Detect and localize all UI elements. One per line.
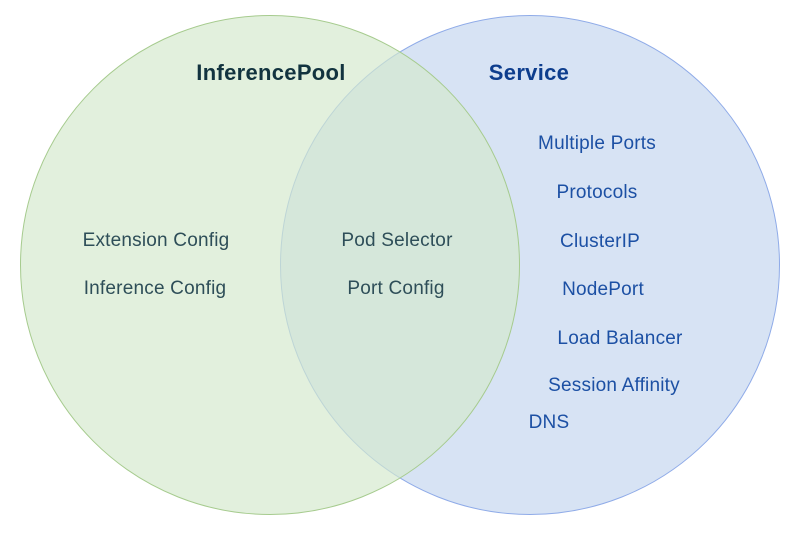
intersection-item-pod-selector: Pod Selector bbox=[341, 230, 453, 251]
service-item-multiple-ports: Multiple Ports bbox=[538, 133, 656, 154]
service-title: Service bbox=[488, 60, 570, 85]
service-item-load-balancer: Load Balancer bbox=[557, 328, 683, 349]
inferencepool-item-extension-config: Extension Config bbox=[82, 230, 230, 251]
service-item-clusterip: ClusterIP bbox=[560, 231, 640, 252]
inferencepool-item-inference-config: Inference Config bbox=[83, 278, 227, 299]
intersection-item-port-config: Port Config bbox=[347, 278, 445, 299]
inferencepool-title: InferencePool bbox=[196, 60, 346, 85]
service-item-protocols: Protocols bbox=[556, 182, 638, 203]
service-item-dns: DNS bbox=[528, 412, 570, 433]
service-item-nodeport: NodePort bbox=[562, 279, 644, 300]
inferencepool-circle bbox=[20, 15, 520, 515]
service-item-session-affinity: Session Affinity bbox=[548, 375, 680, 396]
